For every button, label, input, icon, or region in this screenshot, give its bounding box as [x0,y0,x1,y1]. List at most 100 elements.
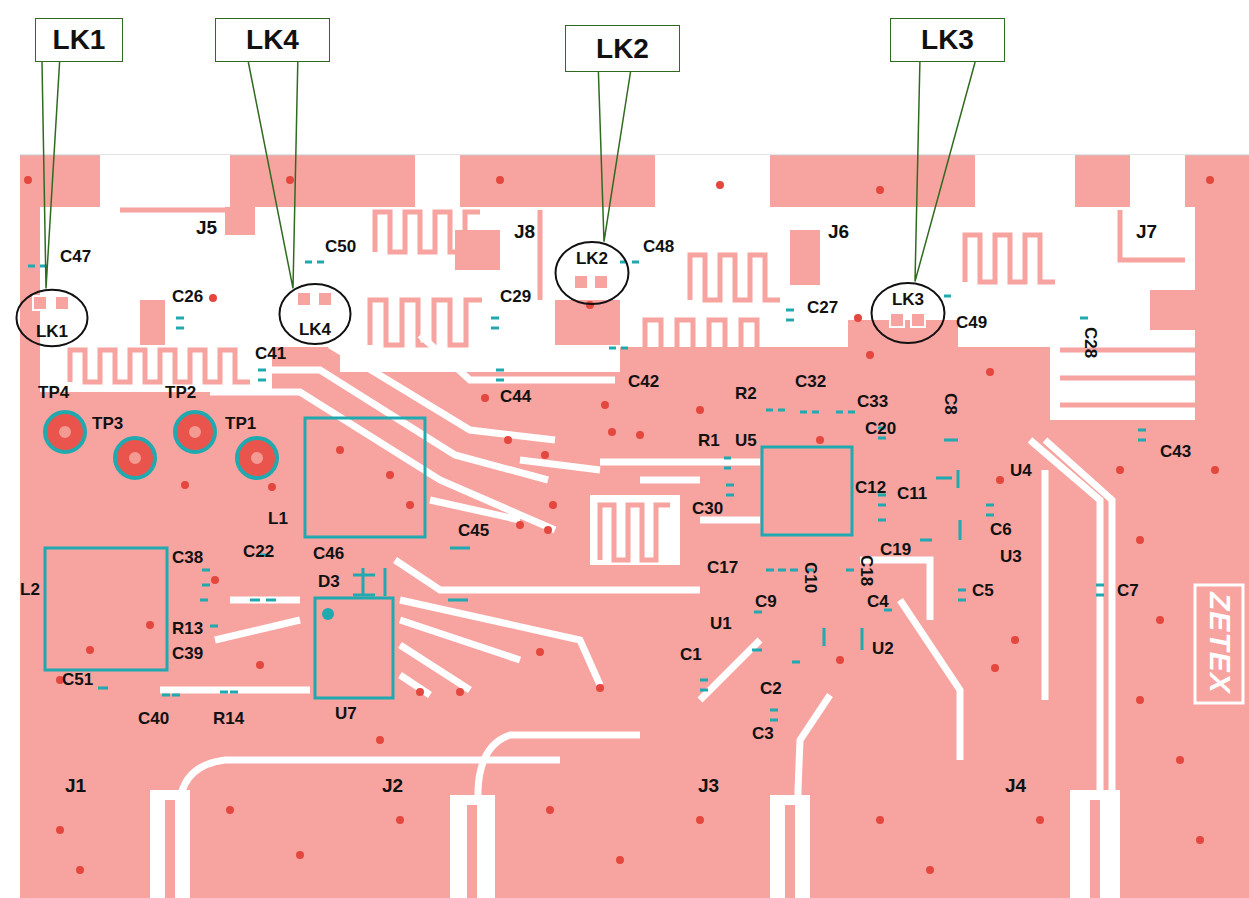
callout-label: LK1 [53,24,106,56]
part-label: R13 [172,619,203,639]
callout-box: LK3 [890,18,1005,62]
callout-box: LK1 [35,18,123,62]
part-label: C41 [255,344,286,364]
leader-line [915,62,975,282]
part-label: C39 [172,644,203,664]
part-label: C5 [972,581,994,601]
part-label: C27 [807,298,838,318]
part-label: C8 [940,393,960,415]
signal-trace [160,335,1112,898]
part-label: C26 [172,287,203,307]
copper-pour [20,155,1249,898]
part-label: U7 [335,704,357,724]
part-label: C49 [956,313,987,333]
part-label: C42 [628,372,659,392]
link-ellipse: LK3 [870,281,946,345]
part-label: C38 [172,548,203,568]
part-label: TP1 [225,414,256,434]
part-label: TP3 [92,414,123,434]
maker-logo: ZETEX [1203,592,1237,694]
part-label: C9 [755,592,777,612]
logo-frame [1195,585,1243,703]
part-label: C7 [1117,581,1139,601]
part-label: C1 [680,645,702,665]
ellipse-outline [279,284,350,344]
part-label: C4 [867,592,889,612]
edge-notch [100,155,1185,207]
leader-line [42,62,60,288]
part-label: C20 [865,419,896,439]
ground-block [30,207,1195,347]
part-label: C19 [880,540,911,560]
connector-label: J6 [828,221,849,243]
via [24,176,1219,874]
part-label: R14 [213,709,244,729]
ellipse-outline [872,283,945,343]
link-ellipse: LK4 [278,282,352,346]
connector-label: J8 [514,221,535,243]
connector-label: J2 [382,775,403,797]
link-label: LK2 [576,249,608,269]
component-outline [45,418,852,698]
connector-label: J1 [65,775,86,797]
part-label: U4 [1010,461,1032,481]
part-label: C17 [707,558,738,578]
part-label: C44 [500,387,531,407]
connector-label: J3 [698,775,719,797]
pad-footprint [28,262,1146,720]
callout-label: LK2 [596,33,649,65]
part-label: R1 [698,431,720,451]
part-label: L2 [20,580,40,600]
leader-line [248,62,297,288]
part-label: C11 [897,484,927,504]
link-label: LK4 [299,320,331,340]
part-label: C3 [752,724,774,744]
part-label: C10 [800,562,820,593]
part-label: R2 [735,384,757,404]
connector-label: J7 [1136,221,1157,243]
ellipse-outline [16,290,87,346]
part-label: C30 [692,499,723,519]
callout-box: LK4 [215,18,330,62]
part-label: C28 [1080,327,1100,358]
rf-clearance [30,207,1195,565]
pin1-dot [322,608,334,620]
link-label: LK3 [892,290,924,310]
part-label: C6 [990,520,1012,540]
link-ellipse: LK2 [554,240,630,306]
callout-label: LK4 [246,24,299,56]
part-label: C12 [855,478,886,498]
connector-pin [165,800,1100,898]
part-label: C22 [243,542,274,562]
part-label: C40 [138,709,169,729]
leader-line [598,72,630,242]
part-label: C2 [760,679,782,699]
part-label: TP4 [38,383,69,403]
diode-footprint [363,568,385,596]
part-label: U3 [1000,547,1022,567]
part-label: C51 [62,670,93,690]
connector-label: J4 [1005,775,1026,797]
part-label: U1 [710,614,732,634]
part-label: C18 [856,555,876,586]
part-label: U5 [735,431,757,451]
link-ellipse: LK1 [15,288,89,348]
part-label: U2 [872,639,894,659]
connector-label: J5 [196,217,217,239]
part-label: C32 [795,372,826,392]
part-label: C45 [458,521,489,541]
part-label: C33 [857,392,888,412]
part-label: TP2 [165,383,196,403]
part-label: C29 [500,287,531,307]
connector-gap [150,790,1120,898]
part-label: C48 [643,237,674,257]
callout-label: LK3 [921,24,974,56]
ellipse-outline [556,242,629,304]
part-label: C50 [325,237,356,257]
part-label: C46 [313,544,344,564]
part-label: L1 [268,509,288,529]
part-label: C43 [1160,442,1191,462]
